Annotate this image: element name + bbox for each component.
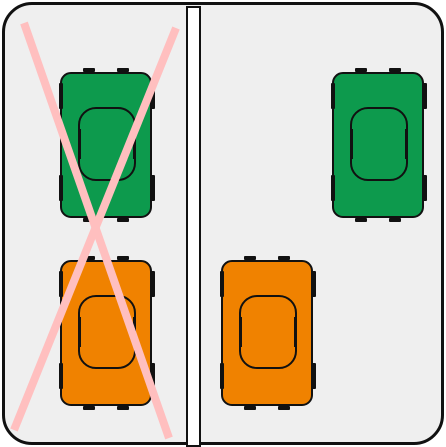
car-icon — [220, 256, 316, 410]
right-orange-car[interactable] — [216, 256, 320, 410]
left-orange-car[interactable] — [55, 256, 159, 410]
center-divider — [186, 6, 201, 447]
car-icon — [59, 256, 155, 410]
right-green-car[interactable] — [327, 68, 431, 222]
car-icon — [59, 68, 155, 222]
car-icon — [331, 68, 427, 222]
left-green-car[interactable] — [55, 68, 159, 222]
